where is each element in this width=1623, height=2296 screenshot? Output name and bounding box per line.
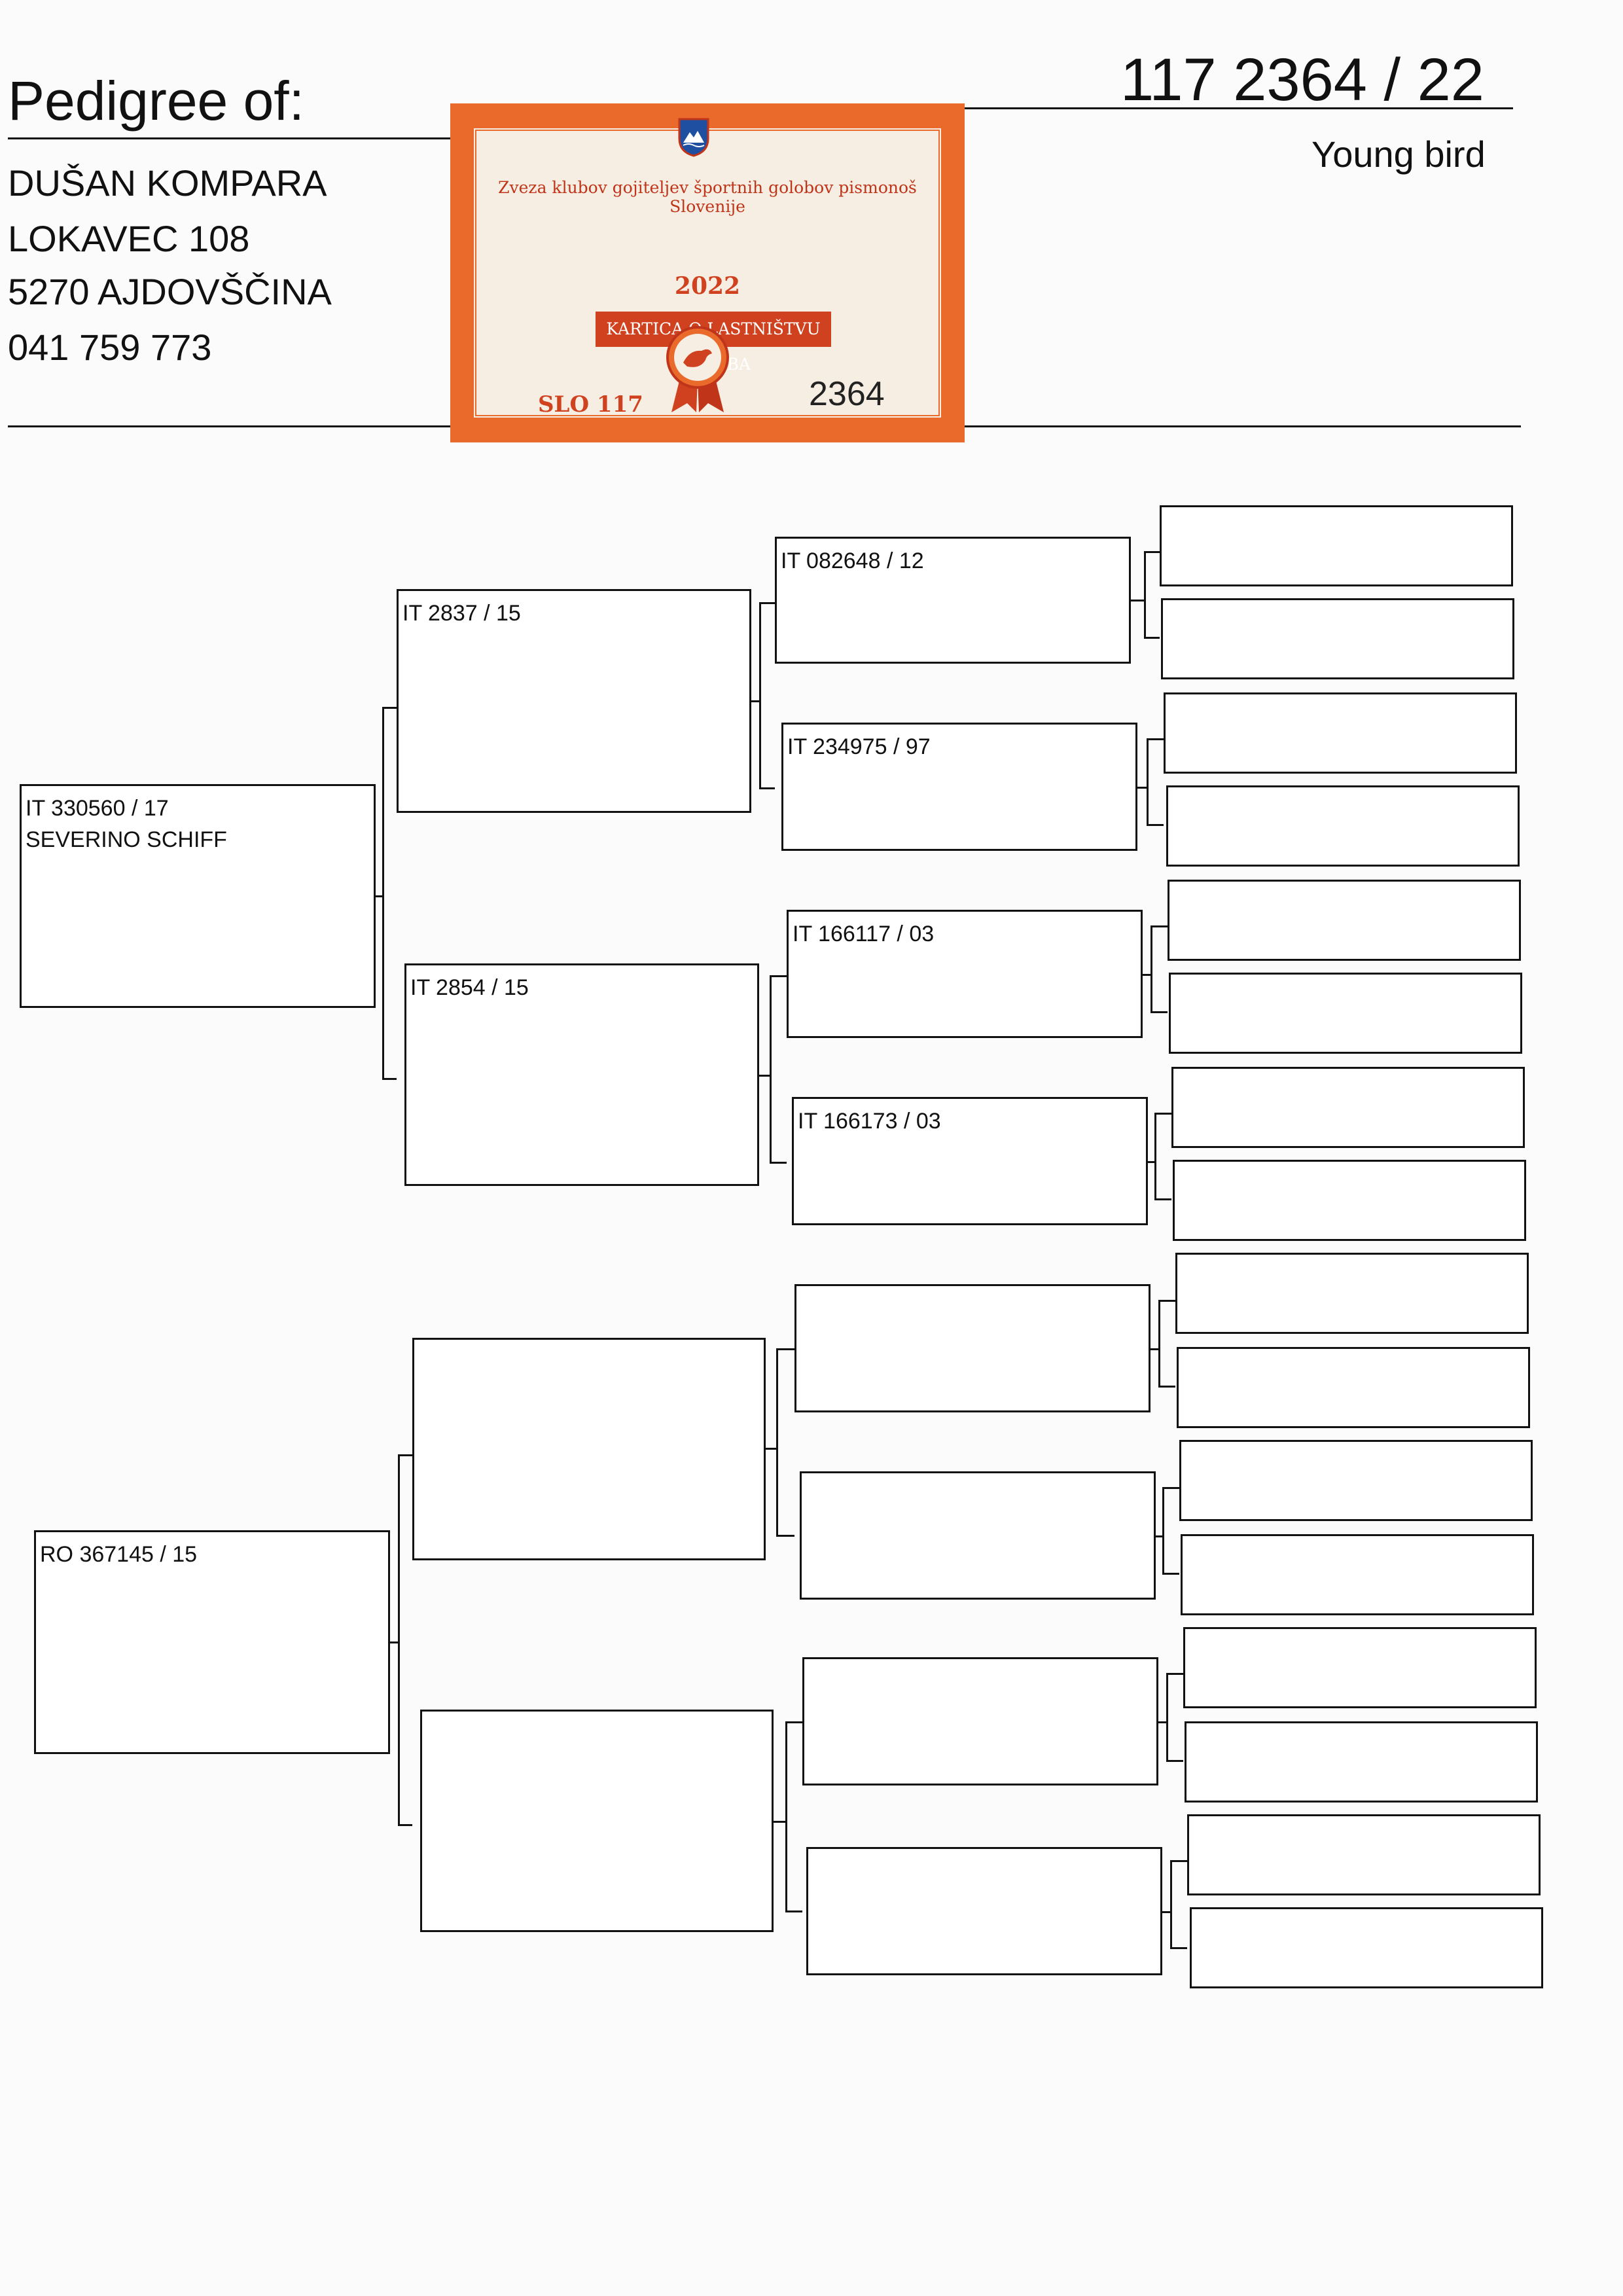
pedigree-sire-dam-box: IT 2854 / 15 bbox=[404, 963, 759, 1186]
connector-bracket bbox=[785, 1721, 802, 1912]
connector-stub bbox=[1156, 1535, 1164, 1537]
card-year: 2022 bbox=[674, 272, 741, 300]
dam-ring: RO 367145 / 15 bbox=[40, 1542, 198, 1567]
pedigree-ggp-box-1: IT 082648 / 12 bbox=[775, 537, 1131, 664]
sire-ring: IT 330560 / 17 bbox=[26, 796, 169, 821]
connector-stub bbox=[1137, 787, 1148, 789]
card-association: Zveza klubov gojiteljev športnih golobov… bbox=[498, 178, 917, 216]
pedigree-g4-box-14 bbox=[1185, 1721, 1538, 1803]
pedigree-ggp-box-5 bbox=[794, 1284, 1150, 1412]
pedigree-g4-box-1 bbox=[1160, 505, 1513, 586]
pedigree-g4-box-12 bbox=[1181, 1534, 1534, 1615]
header-rule-left bbox=[8, 137, 453, 139]
connector-bracket bbox=[1147, 738, 1164, 826]
pedigree-g4-box-9 bbox=[1175, 1253, 1529, 1334]
pedigree-g4-box-10 bbox=[1177, 1347, 1530, 1428]
pedigree-sire-sire-box: IT 2837 / 15 bbox=[397, 589, 751, 813]
connector-bracket bbox=[1158, 1300, 1175, 1388]
connector-stub bbox=[1150, 1348, 1160, 1350]
connector-bracket bbox=[398, 1454, 412, 1826]
pedigree-g4-box-2 bbox=[1161, 598, 1514, 679]
ownership-card: Zveza klubov gojiteljev športnih golobov… bbox=[450, 103, 965, 442]
pedigree-g4-box-11 bbox=[1179, 1440, 1533, 1521]
sire-dam-ring: IT 2854 / 15 bbox=[410, 975, 529, 1000]
connector-bracket bbox=[776, 1348, 794, 1537]
pedigree-g4-box-5 bbox=[1168, 880, 1521, 961]
sire-sire-ring: IT 2837 / 15 bbox=[402, 601, 521, 626]
connector-bracket bbox=[1150, 925, 1168, 1013]
connector-bracket bbox=[1166, 1673, 1183, 1762]
connector-stub bbox=[1162, 1911, 1171, 1913]
ring-number: 117 2364 / 22 bbox=[1120, 46, 1484, 113]
connector-stub bbox=[759, 1075, 771, 1077]
ggp-ring-2: IT 234975 / 97 bbox=[787, 734, 931, 759]
card-number: 2364 bbox=[809, 375, 885, 413]
connector-bracket bbox=[1162, 1487, 1179, 1575]
page-title: Pedigree of: bbox=[8, 70, 304, 132]
connector-stub bbox=[766, 1448, 777, 1450]
ggp-ring-4: IT 166173 / 03 bbox=[798, 1109, 941, 1134]
sire-name: SEVERINO SCHIFF bbox=[26, 827, 227, 852]
pedigree-sire-box: IT 330560 / 17 SEVERINO SCHIFF bbox=[20, 784, 376, 1008]
connector-stub bbox=[376, 895, 383, 897]
pedigree-ggp-box-8 bbox=[806, 1847, 1162, 1975]
connector-bracket bbox=[382, 707, 397, 1080]
connector-stub bbox=[1148, 1161, 1156, 1163]
card-country-code: SLO 117 bbox=[538, 391, 643, 418]
pedigree-g4-box-3 bbox=[1164, 692, 1517, 774]
slovenia-coat-of-arms-icon bbox=[678, 118, 709, 157]
owner-street: LOKAVEC 108 bbox=[8, 218, 250, 259]
pedigree-ggp-box-3: IT 166117 / 03 bbox=[787, 910, 1143, 1038]
pedigree-g4-box-4 bbox=[1166, 785, 1520, 867]
pedigree-g4-box-16 bbox=[1190, 1907, 1543, 1988]
pedigree-g4-box-15 bbox=[1187, 1814, 1541, 1895]
connector-bracket bbox=[1170, 1860, 1187, 1949]
connector-bracket bbox=[770, 975, 787, 1164]
connector-stub bbox=[390, 1641, 399, 1643]
ggp-ring-1: IT 082648 / 12 bbox=[781, 548, 924, 573]
connector-stub bbox=[774, 1821, 787, 1823]
pedigree-dam-sire-box bbox=[412, 1338, 766, 1560]
ggp-ring-3: IT 166117 / 03 bbox=[793, 922, 935, 946]
pedigree-g4-box-13 bbox=[1183, 1627, 1537, 1708]
header-rule-right bbox=[965, 107, 1513, 109]
connector-stub bbox=[1131, 600, 1145, 601]
connector-bracket bbox=[759, 602, 775, 789]
connector-bracket bbox=[1154, 1113, 1171, 1200]
pedigree-ggp-box-7 bbox=[802, 1657, 1158, 1785]
pigeon-seal-icon bbox=[666, 326, 729, 412]
age-class: Young bird bbox=[1311, 134, 1486, 175]
pedigree-dam-dam-box bbox=[420, 1710, 774, 1932]
connector-stub bbox=[1143, 974, 1152, 976]
owner-phone: 041 759 773 bbox=[8, 327, 212, 368]
pedigree-ggp-box-2: IT 234975 / 97 bbox=[781, 723, 1137, 851]
connector-bracket bbox=[1144, 551, 1160, 639]
pedigree-g4-box-6 bbox=[1169, 973, 1522, 1054]
connector-stub bbox=[1158, 1721, 1168, 1723]
owner-city: 5270 AJDOVŠČINA bbox=[8, 271, 332, 312]
pedigree-g4-box-7 bbox=[1171, 1067, 1525, 1148]
pedigree-ggp-box-4: IT 166173 / 03 bbox=[792, 1097, 1148, 1225]
pedigree-dam-box: RO 367145 / 15 bbox=[34, 1530, 390, 1754]
owner-name: DUŠAN KOMPARA bbox=[8, 162, 327, 204]
pedigree-g4-box-8 bbox=[1173, 1160, 1526, 1241]
connector-stub bbox=[751, 700, 760, 702]
pedigree-ggp-box-6 bbox=[800, 1471, 1156, 1600]
